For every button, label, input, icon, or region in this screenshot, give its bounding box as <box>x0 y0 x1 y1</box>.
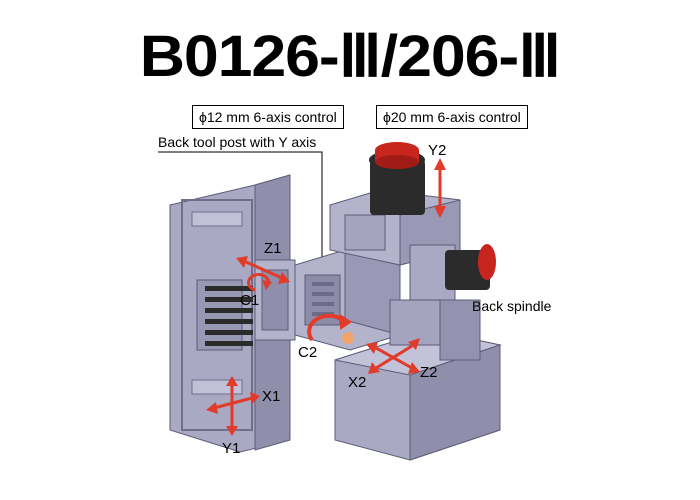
axis-label-y2: Y2 <box>428 142 447 159</box>
y2-motor <box>369 142 425 215</box>
axis-label-z2: Z2 <box>420 364 438 381</box>
axis-arrow-x1-y1 <box>206 376 260 436</box>
back-spindle-body <box>334 299 502 461</box>
axis-label-c1: C1 <box>240 292 260 309</box>
axis-arrow-y2 <box>434 158 446 218</box>
axis-label-z1: Z1 <box>264 240 282 257</box>
spec-left-label: ϕ12 mm 6-axis control <box>192 105 344 129</box>
back-tool-post <box>169 174 296 453</box>
axis-label-x2: X2 <box>348 374 367 391</box>
axis-label-c2: C2 <box>298 344 318 361</box>
axis-arrow-c2 <box>307 313 354 344</box>
axis-label-y1: Y1 <box>222 440 241 457</box>
axis-arrow-c1 <box>247 273 272 292</box>
axis-arrow-x2-z2 <box>366 338 420 374</box>
side-motor <box>445 244 496 290</box>
back-spindle-callout: Back spindle <box>472 298 552 314</box>
axis-label-x1: X1 <box>262 388 281 405</box>
axis-arrow-z1 <box>236 256 290 284</box>
back-tool-post-leader-line <box>158 151 323 262</box>
back-tool-post-callout: Back tool post with Y axis <box>158 134 317 150</box>
page-title: B0126-Ⅲ/206-Ⅲ <box>139 24 562 89</box>
spec-right-label: ϕ20 mm 6-axis control <box>376 105 528 129</box>
